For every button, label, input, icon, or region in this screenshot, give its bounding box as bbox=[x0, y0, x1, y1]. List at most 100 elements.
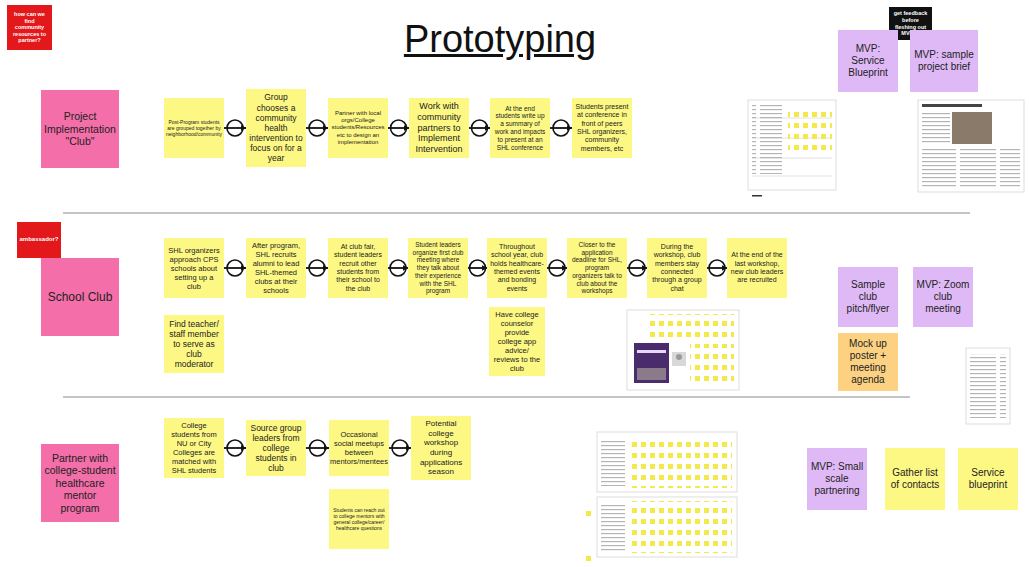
blueprint-thumbnail bbox=[597, 432, 737, 492]
note-text: SHL organizers approach CPS schools abou… bbox=[167, 246, 221, 291]
flow-arrow bbox=[388, 260, 408, 276]
note-text: ambassador? bbox=[20, 236, 59, 243]
note-text: Throughout school year, club holds healt… bbox=[490, 243, 544, 293]
flow-arrow bbox=[468, 260, 487, 276]
step-note: Potential college workshop during applic… bbox=[411, 416, 471, 480]
arrow-line bbox=[707, 267, 727, 269]
arrow-ring bbox=[391, 120, 407, 136]
flow-arrow bbox=[224, 260, 246, 276]
task-note: Gather list of contacts bbox=[885, 448, 945, 510]
row-divider bbox=[63, 213, 970, 214]
blueprint-thumbnail bbox=[597, 497, 737, 557]
step-note: At the end of the last workshop, new clu… bbox=[727, 238, 787, 298]
step-note: SHL organizers approach CPS schools abou… bbox=[164, 238, 224, 298]
poster-image bbox=[634, 343, 669, 383]
sticky-dots bbox=[690, 344, 734, 384]
note-text: Find teacher/ staff member to serve as c… bbox=[167, 319, 221, 370]
arrow-ring bbox=[309, 260, 325, 276]
step-note: Student leaders organize first club meet… bbox=[408, 238, 468, 299]
arrow-line bbox=[388, 267, 408, 269]
mvp-note: MVP: Small scale partnering bbox=[807, 448, 867, 510]
step-note: Occasional social meetups between mentor… bbox=[329, 420, 389, 476]
brief-photo bbox=[952, 112, 992, 144]
mvp-note: Sample club pitch/flyer bbox=[838, 267, 898, 327]
note-text: MVP: Service Blueprint bbox=[841, 43, 895, 79]
grid-line bbox=[752, 176, 832, 177]
mvp-note: MVP: Service Blueprint bbox=[838, 30, 898, 92]
step-note: Throughout school year, club holds healt… bbox=[487, 238, 547, 298]
arrow-ring bbox=[470, 260, 486, 276]
note-text: Students can reach out to college mentor… bbox=[332, 507, 386, 531]
sticky-dot bbox=[586, 556, 591, 561]
arrow-line bbox=[547, 267, 567, 269]
step-note: Partner with local orgs/College students… bbox=[328, 98, 388, 158]
arrow-ring bbox=[392, 440, 408, 456]
step-note: College students from NU or City College… bbox=[164, 418, 224, 478]
step-note: Students present at conference in front … bbox=[572, 98, 632, 158]
flow-arrow bbox=[469, 120, 490, 136]
note-text: Occasional social meetups between mentor… bbox=[330, 430, 388, 466]
note-text: At club fair, student leaders recruit ot… bbox=[331, 243, 385, 293]
note-text: College students from NU or City College… bbox=[167, 421, 221, 475]
note-text: Mock up poster + meeting agenda bbox=[841, 338, 895, 386]
arrow-ring bbox=[310, 440, 326, 456]
arrow-ring bbox=[227, 260, 243, 276]
mvp-note: MVP: sample project brief bbox=[910, 30, 978, 92]
text-lines bbox=[922, 112, 950, 144]
step-note: Source group leaders from college studen… bbox=[246, 420, 306, 477]
note-text: MVP: Zoom club meeting bbox=[916, 279, 970, 315]
note-text: Have college counselor provide college a… bbox=[492, 310, 542, 373]
note-text: Student leaders organize first club meet… bbox=[411, 241, 465, 296]
step-note: After program, SHL recruits alumni to le… bbox=[246, 238, 306, 298]
caption-mark bbox=[752, 195, 762, 197]
sticky-dot bbox=[586, 511, 591, 516]
flow-arrow bbox=[707, 260, 727, 276]
arrow-ring bbox=[227, 440, 243, 456]
note-text: Gather list of contacts bbox=[888, 467, 942, 491]
arrow-ring bbox=[309, 120, 325, 136]
flow-arrow bbox=[306, 120, 328, 136]
person-icon bbox=[672, 352, 686, 366]
arrow-ring bbox=[227, 120, 243, 136]
note-text: School Club bbox=[48, 290, 113, 304]
brief-heading bbox=[922, 104, 982, 107]
note-text: At the end students write up a summary o… bbox=[493, 105, 547, 152]
arrow-ring bbox=[553, 120, 569, 136]
sticky-dots bbox=[630, 436, 732, 488]
blueprint-thumbnail bbox=[748, 100, 836, 190]
note-text: Source group leaders from college studen… bbox=[249, 423, 303, 474]
document-thumbnail bbox=[966, 348, 1010, 424]
arrow-line bbox=[627, 267, 647, 269]
step-note: Group chooses a community health interve… bbox=[246, 89, 306, 166]
text-lines bbox=[752, 104, 782, 174]
flow-arrow bbox=[306, 260, 328, 276]
flow-arrow bbox=[388, 120, 409, 136]
mockup-note: Mock up poster + meeting agenda bbox=[838, 333, 898, 391]
note-text: After program, SHL recruits alumni to le… bbox=[249, 241, 303, 295]
side-note: Students can reach out to college mentor… bbox=[329, 489, 389, 549]
arrow-ring bbox=[549, 260, 565, 276]
question-note: how can we find community resources to p… bbox=[7, 5, 52, 50]
note-text: Post-Program students are grouped togeth… bbox=[166, 119, 222, 137]
side-note: Have college counselor provide college a… bbox=[489, 307, 545, 376]
note-text: Sample club pitch/flyer bbox=[841, 279, 895, 315]
step-note: Closer to the application deadline for S… bbox=[567, 238, 627, 299]
step-note: During the workshop, club members stay c… bbox=[647, 238, 707, 298]
flow-arrow bbox=[389, 440, 411, 456]
arrow-ring bbox=[709, 260, 725, 276]
flow-arrow bbox=[547, 260, 567, 276]
flow-arrow bbox=[224, 440, 246, 456]
flow-arrow bbox=[550, 120, 572, 136]
arrow-ring bbox=[472, 120, 488, 136]
note-text: Partner with local orgs/College students… bbox=[331, 110, 385, 146]
note-text: At the end of the last workshop, new clu… bbox=[730, 251, 784, 285]
note-text: Service blueprint bbox=[961, 467, 1015, 491]
text-lines bbox=[601, 505, 625, 551]
concept-note: Project Implementation "Club" bbox=[41, 90, 119, 168]
note-text: MVP: Small scale partnering bbox=[810, 461, 864, 497]
mvp-note: MVP: Zoom club meeting bbox=[913, 267, 973, 327]
step-note: Work with community partners to Implemen… bbox=[409, 98, 469, 158]
flow-arrow bbox=[306, 440, 329, 456]
note-text: Students present at conference in front … bbox=[575, 103, 629, 153]
